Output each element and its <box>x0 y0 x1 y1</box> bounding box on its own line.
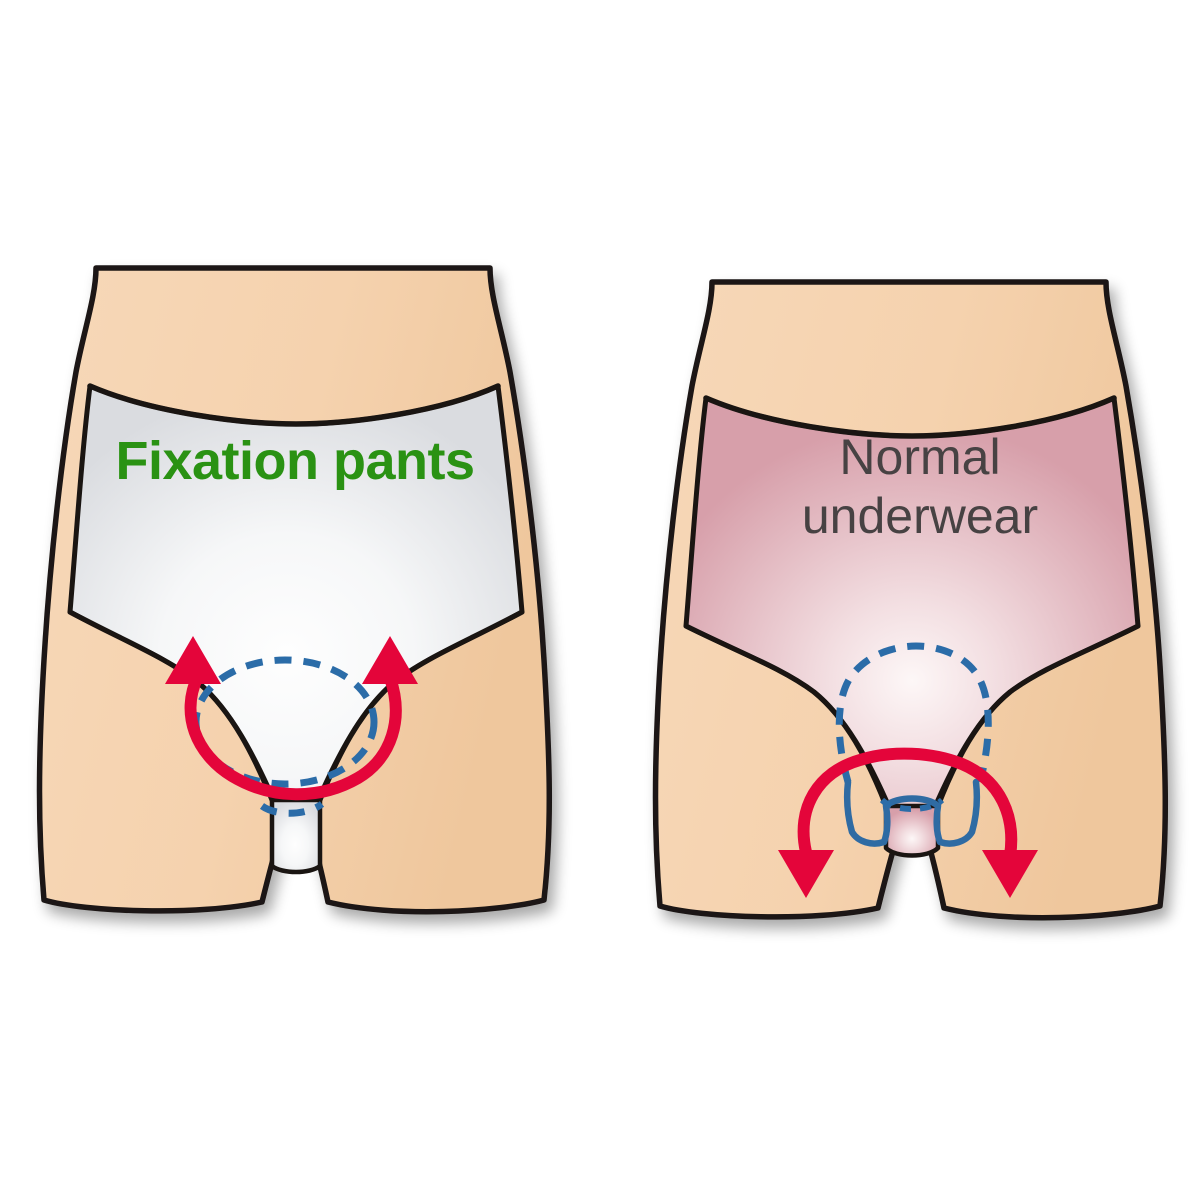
right-pad-inner-sag <box>879 797 945 812</box>
right-red-arrow-group <box>778 747 1038 898</box>
left-arrowhead-up-left <box>165 636 221 684</box>
right-arrow-curve <box>797 747 1018 862</box>
normal-underwear-label: Normal underwear <box>801 429 1039 544</box>
left-red-arrow-group <box>165 636 418 801</box>
right-pad-solid-bunched-outline <box>843 778 981 847</box>
left-pad-dashed-tail <box>259 801 325 817</box>
left-arrowhead-up-right <box>362 636 418 684</box>
left-waistband-line <box>87 383 501 427</box>
right-pad-dashed-outline <box>835 642 992 783</box>
right-arrowhead-down-right <box>982 850 1038 898</box>
right-arrowhead-down-left <box>778 850 834 898</box>
right-underwear-gusset <box>883 803 941 858</box>
left-pants-gusset <box>269 797 323 875</box>
fixation-pants-label: Fixation pants <box>115 431 475 491</box>
left-arrow-curve <box>184 670 402 801</box>
right-waistband-line <box>703 395 1117 439</box>
